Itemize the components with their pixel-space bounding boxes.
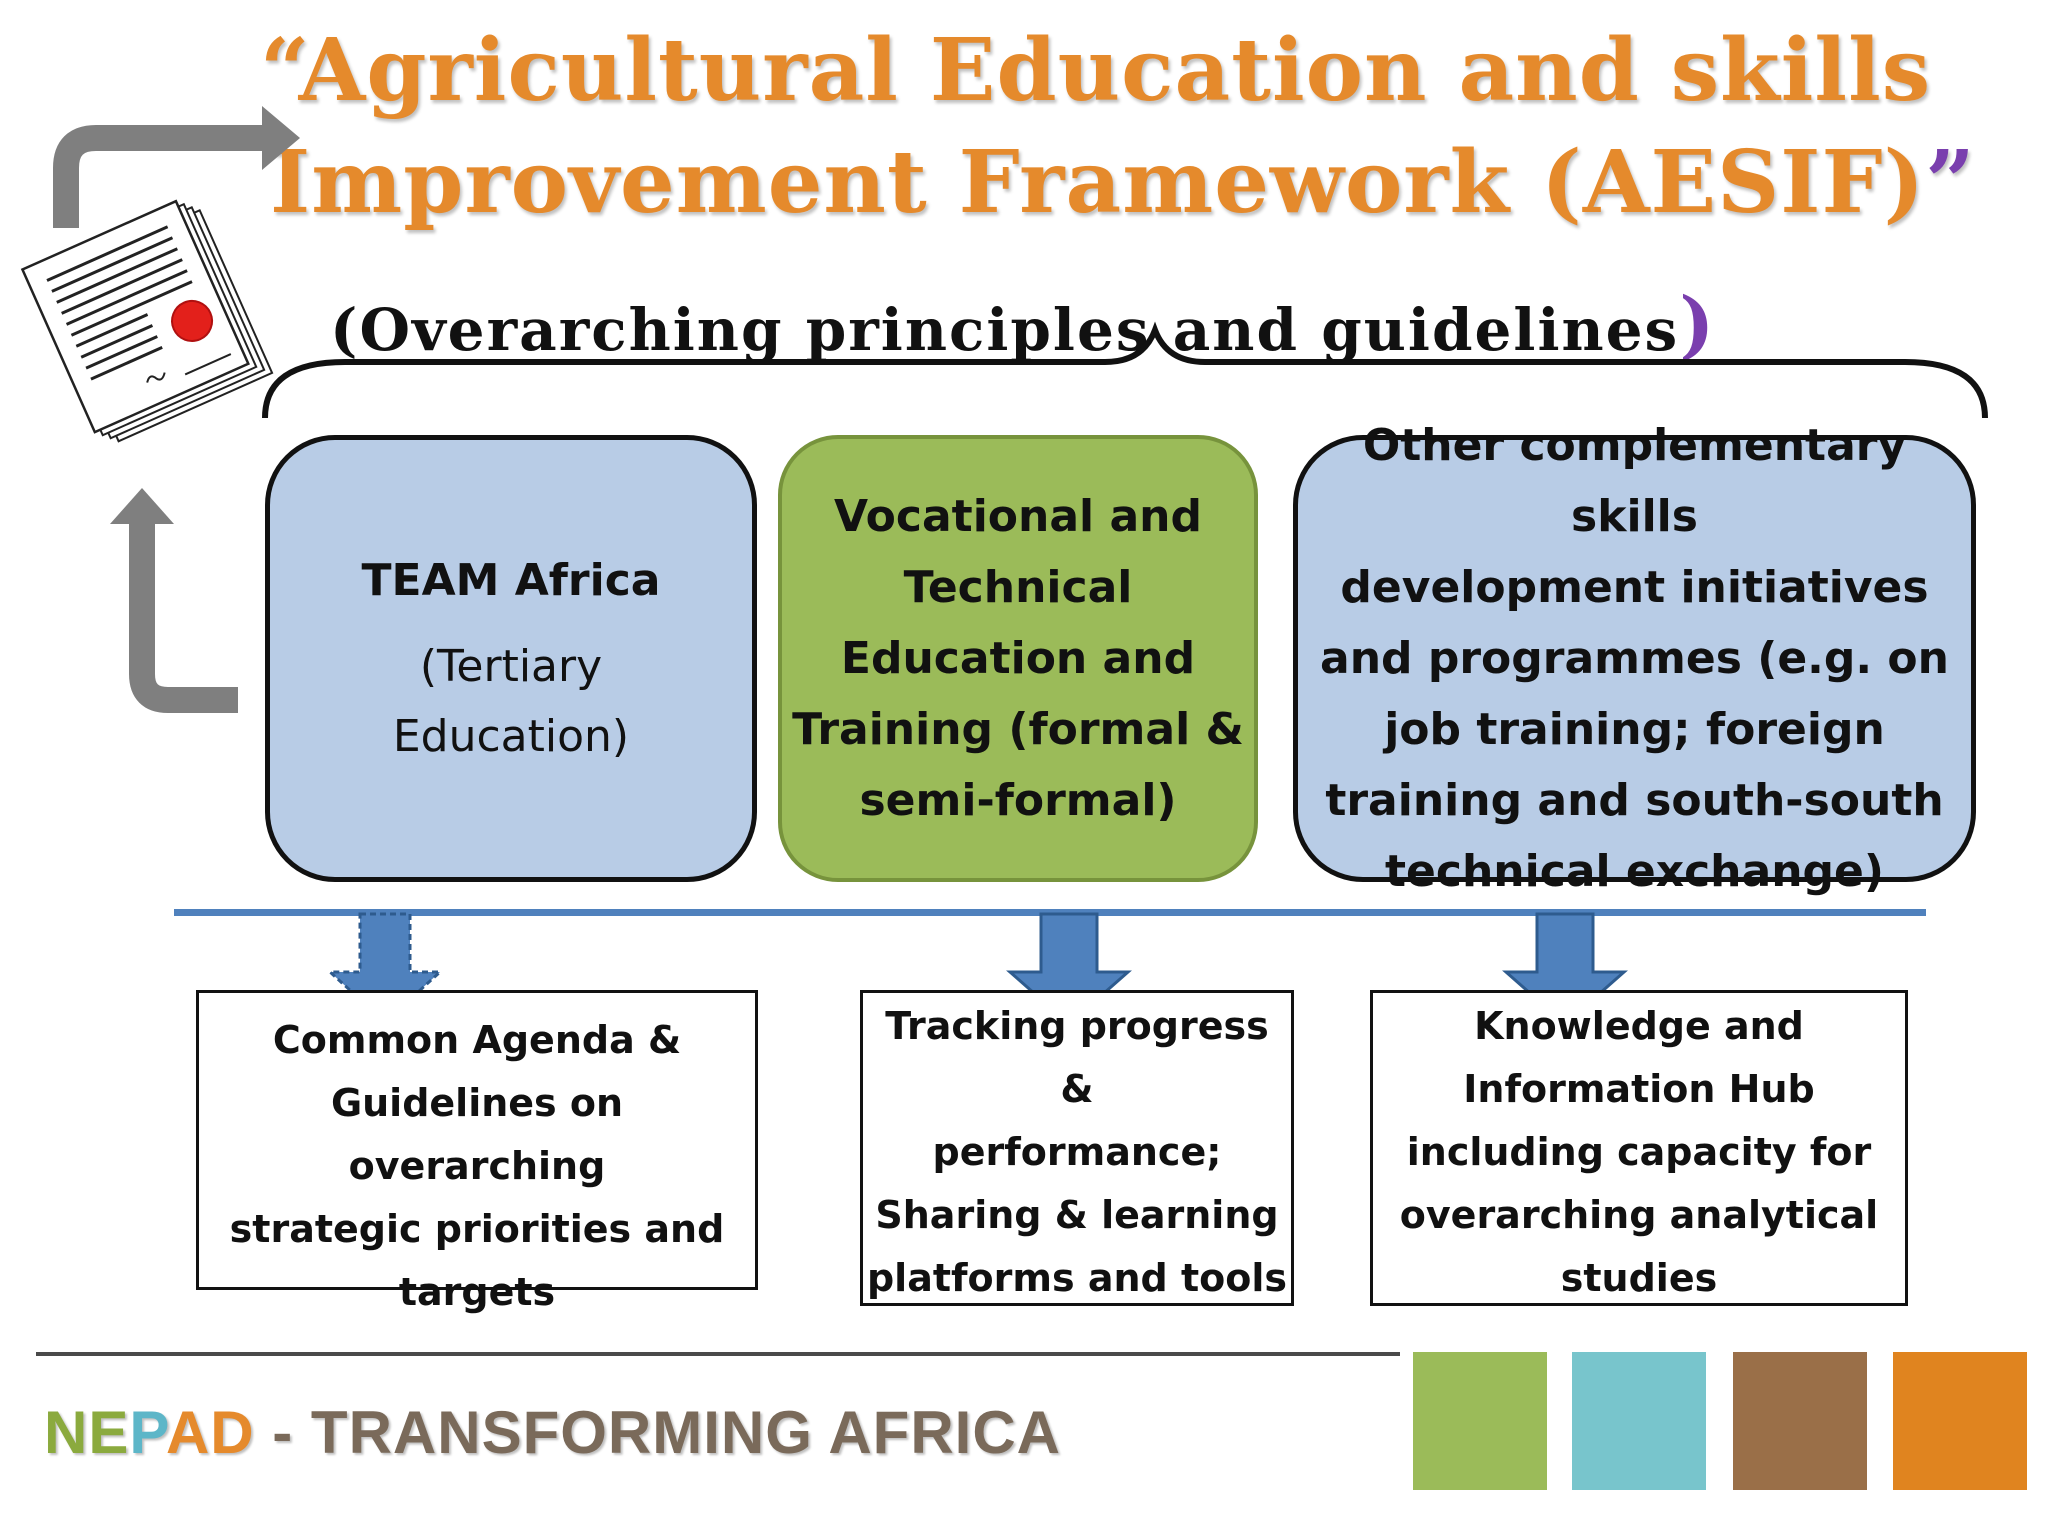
subtitle: (Overarching principles and guidelines)	[330, 282, 1716, 368]
vocational-training-text: Vocational and Technical Education and T…	[792, 491, 1244, 826]
title-line-1: “Agricultural Education and skills	[260, 20, 1932, 121]
subtitle-text: (Overarching principles and guidelines	[330, 296, 1680, 364]
document-certificate-icon	[20, 199, 274, 443]
tracking-progress-box: Tracking progress & performance; Sharing…	[860, 990, 1294, 1306]
team-africa-heading: TEAM Africa	[361, 555, 661, 606]
footer-square-green	[1413, 1352, 1547, 1490]
footer-tagline: - TRANSFORMING AFRICA	[254, 1399, 1061, 1466]
footer-square-teal	[1572, 1352, 1706, 1490]
footer-brand-ne: NE	[44, 1399, 130, 1466]
title-close-quote: ”	[1925, 132, 1976, 233]
footer-brand-p: P	[129, 1399, 166, 1466]
footer-square-brown	[1733, 1352, 1867, 1490]
footer-brand: NEPAD - TRANSFORMING AFRICA	[44, 1398, 1061, 1467]
title-main: Improvement Framework (AESIF)	[270, 132, 1926, 233]
footer-square-orange	[1893, 1352, 2027, 1490]
team-africa-subtext: (Tertiary Education)	[392, 641, 630, 762]
subtitle-close-paren: )	[1679, 282, 1717, 368]
tracking-progress-text: Tracking progress & performance; Sharing…	[866, 1004, 1287, 1300]
knowledge-hub-box: Knowledge and Information Hub including …	[1370, 990, 1908, 1306]
document-cycle-graphic	[20, 106, 300, 713]
knowledge-hub-text: Knowledge and Information Hub including …	[1399, 1004, 1879, 1300]
footer-brand-ad: AD	[165, 1399, 255, 1466]
team-africa-box: TEAM Africa (Tertiary Education)	[265, 435, 757, 882]
title-line-2: Improvement Framework (AESIF)”	[270, 132, 1975, 233]
vocational-training-box: Vocational and Technical Education and T…	[778, 435, 1258, 882]
other-skills-box: Other complementary skills development i…	[1293, 420, 1976, 897]
curved-return-arrow-bottom	[110, 488, 238, 713]
common-agenda-box: Common Agenda & Guidelines on overarchin…	[196, 990, 758, 1314]
other-skills-text: Other complementary skills development i…	[1320, 420, 1949, 897]
red-seal-icon	[171, 299, 214, 342]
footer-divider	[36, 1352, 1400, 1356]
overarching-brace	[262, 321, 1988, 419]
common-agenda-text: Common Agenda & Guidelines on overarchin…	[229, 1018, 725, 1314]
curved-return-arrow-top	[53, 106, 300, 228]
